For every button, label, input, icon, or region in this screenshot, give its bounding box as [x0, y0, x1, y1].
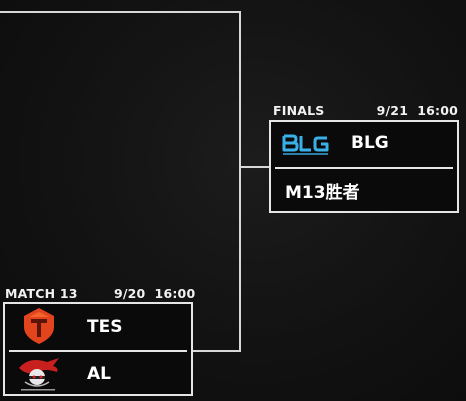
match13-label: MATCH 13: [5, 286, 78, 301]
bracket-line-to-finals: [239, 166, 270, 168]
match13-team1-name: TES: [87, 317, 123, 337]
al-logo-icon: [15, 354, 61, 394]
finals-label: FINALS: [273, 103, 325, 118]
bracket-line-top: [0, 11, 241, 13]
finals-team2-name: M13胜者: [285, 183, 360, 203]
match13-match-card[interactable]: TES AL: [3, 302, 193, 396]
blg-logo-icon: [281, 132, 331, 158]
match13-datetime: 9/20 16:00: [114, 286, 196, 301]
match13-team2-name: AL: [87, 364, 111, 384]
bracket-line-from-match13: [191, 350, 241, 352]
finals-team1-name: BLG: [351, 133, 389, 153]
finals-datetime: 9/21 16:00: [376, 103, 458, 118]
match13-card-divider: [9, 350, 187, 352]
tes-logo-icon: [22, 307, 56, 345]
finals-card-divider: [275, 167, 453, 169]
bracket-line-vertical: [239, 11, 241, 352]
finals-match-card[interactable]: BLG M13胜者: [269, 120, 459, 213]
